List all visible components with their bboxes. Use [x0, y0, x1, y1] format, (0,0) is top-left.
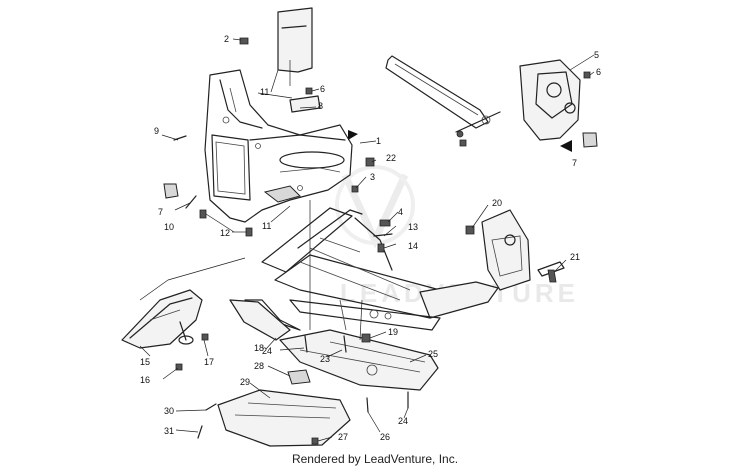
bolt-21	[547, 269, 557, 283]
direction-arrow-icon	[560, 140, 572, 152]
callout-29: 29	[240, 377, 250, 387]
callout-22: 22	[386, 153, 396, 163]
callouts: 1 2 3 4 5 6 6 7 7 8 9 10 11 11 12 13 14 …	[140, 34, 601, 442]
callout-16: 16	[140, 375, 150, 385]
bolt-steering	[459, 139, 467, 147]
wind-deflector	[277, 7, 313, 73]
hardware	[175, 37, 591, 445]
callout-13: 13	[408, 222, 418, 232]
callout-6-left: 6	[320, 84, 325, 94]
callout-10: 10	[164, 222, 174, 232]
callout-12: 12	[220, 228, 230, 238]
callout-30: 30	[164, 406, 174, 416]
skid-plate-upper	[279, 329, 439, 391]
direction-arrow-icon	[348, 130, 358, 140]
callout-15: 15	[140, 357, 150, 367]
clip-22	[365, 157, 375, 167]
bumper-left	[163, 183, 179, 199]
bolt-14	[377, 243, 385, 253]
callout-9: 9	[154, 126, 159, 136]
washer-13	[373, 233, 393, 237]
callout-23: 23	[320, 354, 330, 364]
leader-lines	[139, 38, 595, 442]
bracket-8	[289, 95, 321, 113]
tie-rod-bracket	[121, 289, 203, 349]
callout-20: 20	[492, 198, 502, 208]
bolt-31	[197, 425, 203, 439]
front-panel-assembly	[204, 69, 353, 223]
footer-credit: Rendered by LeadVenture, Inc.	[291, 452, 459, 466]
bolt-12	[245, 227, 253, 237]
nut-4	[379, 219, 391, 227]
callout-11-top: 11	[260, 87, 269, 97]
bolt-17	[201, 333, 209, 341]
callout-14: 14	[408, 241, 418, 251]
callout-11-mid: 11	[262, 221, 271, 231]
callout-1: 1	[376, 136, 381, 146]
watermark-ring-icon	[335, 165, 415, 245]
callout-28: 28	[254, 361, 264, 371]
rivet-24-left	[304, 335, 308, 353]
callout-18: 18	[254, 343, 264, 353]
callout-27: 27	[338, 432, 348, 442]
callout-17: 17	[204, 357, 214, 367]
callout-24-left: 24	[262, 346, 272, 356]
callout-7-left: 7	[158, 207, 163, 217]
callout-19: 19	[388, 327, 398, 337]
nut-19	[361, 333, 371, 343]
nut-6-left	[305, 87, 313, 95]
nut-27	[311, 437, 319, 445]
callout-7-right: 7	[572, 158, 577, 168]
pin-10	[185, 195, 197, 209]
bumper-right	[582, 132, 598, 148]
callout-5: 5	[594, 50, 599, 60]
callout-4: 4	[398, 207, 403, 217]
rivet-23	[343, 335, 347, 353]
nut-6-right	[583, 71, 591, 79]
callout-31: 31	[164, 426, 174, 436]
callout-8: 8	[318, 101, 323, 111]
pin-30	[205, 403, 217, 411]
bolt-10	[199, 209, 207, 219]
steering-bracket-assembly	[385, 55, 581, 141]
callout-3: 3	[370, 172, 375, 182]
callout-2: 2	[224, 34, 229, 44]
skid-plate-lower	[217, 369, 351, 447]
bolt-26	[366, 397, 369, 413]
callout-25: 25	[428, 349, 438, 359]
watermark-logo-icon	[341, 173, 409, 249]
callout-26: 26	[380, 432, 390, 442]
callout-21: 21	[570, 252, 580, 262]
bolt-2	[239, 37, 249, 45]
callout-24-right: 24	[398, 416, 408, 426]
spindle-bracket	[481, 209, 565, 291]
callout-6-right: 6	[596, 67, 601, 77]
